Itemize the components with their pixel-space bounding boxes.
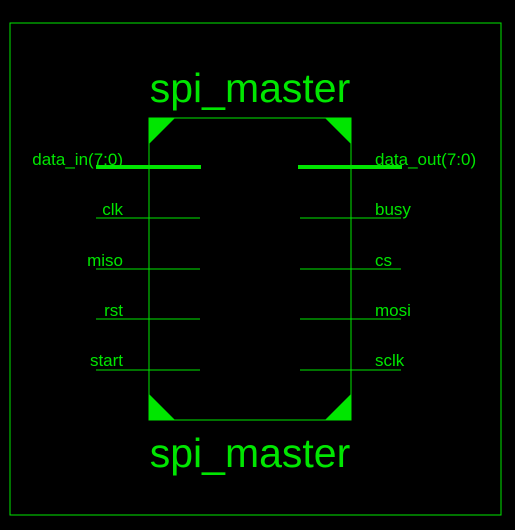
output-pin-1[interactable]: busy [300, 200, 411, 219]
corner-marker-bottom-right [325, 394, 351, 420]
input-pin-2[interactable]: miso [87, 251, 200, 270]
input-pin-label: start [90, 351, 123, 370]
input-pin-label: clk [102, 200, 123, 219]
corner-marker-bottom-left [149, 394, 175, 420]
output-pin-label: cs [375, 251, 392, 270]
input-pin-1[interactable]: clk [96, 200, 200, 219]
output-pin-4[interactable]: sclk [300, 351, 405, 371]
corner-marker-top-right [325, 118, 351, 144]
output-pin-label: sclk [375, 351, 405, 370]
outer-frame [9, 22, 502, 516]
input-pin-label: data_in(7:0) [32, 150, 123, 169]
output-pin-label: busy [375, 200, 411, 219]
input-pin-label: miso [87, 251, 123, 270]
output-pin-3[interactable]: mosi [300, 301, 411, 320]
input-pin-0[interactable]: data_in(7:0) [32, 150, 201, 169]
output-pin-2[interactable]: cs [300, 251, 401, 270]
input-pin-3[interactable]: rst [96, 301, 200, 320]
block-title-top: spi_master [150, 65, 351, 111]
output-pin-label: data_out(7:0) [375, 150, 476, 169]
block-title-bottom: spi_master [150, 430, 351, 476]
input-pin-4[interactable]: start [90, 351, 200, 371]
corner-marker-top-left [149, 118, 175, 144]
input-pin-label: rst [104, 301, 123, 320]
output-pin-0[interactable]: data_out(7:0) [298, 150, 476, 169]
output-pin-label: mosi [375, 301, 411, 320]
